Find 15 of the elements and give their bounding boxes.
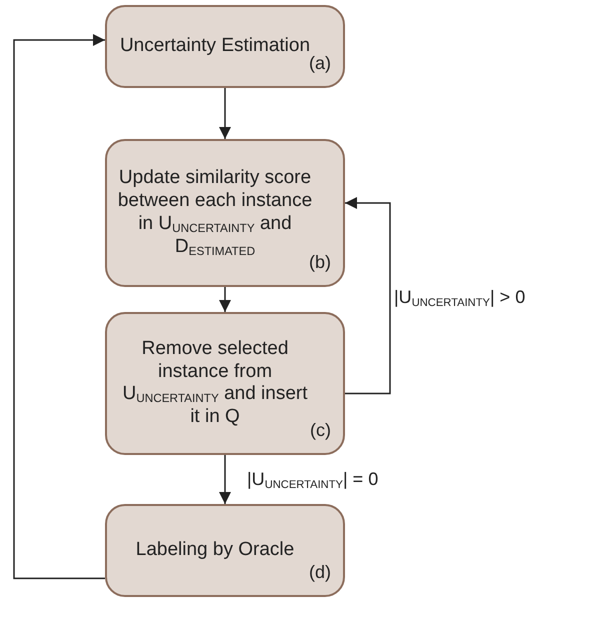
step-letter: (c)	[310, 420, 331, 441]
process-box	[105, 504, 345, 597]
step-text: Uncertainty Estimation	[118, 35, 310, 56]
arrow	[13, 34, 105, 580]
step-letter: (a)	[309, 53, 331, 74]
process-box	[105, 312, 345, 455]
process-box	[105, 5, 345, 88]
arrow	[219, 287, 231, 312]
arrow	[219, 88, 231, 139]
arrow	[219, 455, 231, 504]
step-text: Labeling by Oracle	[134, 539, 296, 562]
step-letter: (d)	[309, 562, 331, 583]
process-box	[105, 139, 345, 287]
arrow	[345, 197, 391, 394]
step-text: Remove selected instance from U$_{UNCERTAINTY}$ and insert it in Q	[121, 338, 309, 430]
